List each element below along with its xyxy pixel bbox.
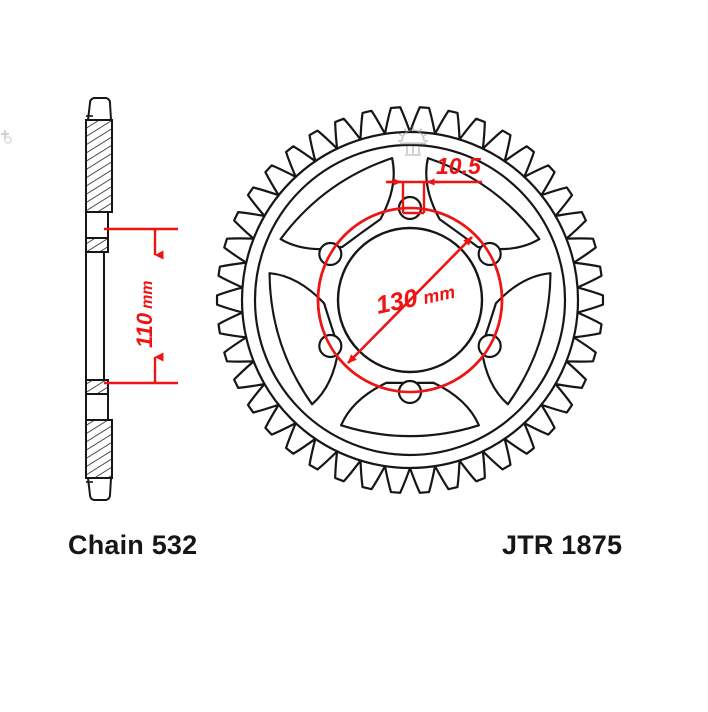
side-upper-body <box>85 119 113 213</box>
dimension-10-5-text: 10.5 <box>436 153 482 179</box>
side-bottom-tooth <box>86 477 113 501</box>
part-number-label: JTR 1875 <box>502 530 622 560</box>
dimension-110mm-text: 110mm <box>132 280 157 348</box>
side-lower-relief <box>85 393 109 421</box>
dimension-130mm-arrow <box>347 236 473 364</box>
side-notch-details <box>86 115 93 483</box>
side-center-web <box>85 251 105 381</box>
edge-artifact <box>1 130 12 144</box>
side-upper-lug <box>85 237 109 253</box>
rim-inner-circle <box>253 143 567 457</box>
sun-burst-icon <box>398 126 428 156</box>
chain-label: Chain 532 <box>68 530 197 560</box>
side-top-tooth <box>86 97 113 121</box>
side-lower-body <box>85 419 113 479</box>
dimension-110mm: 110mm <box>104 227 178 385</box>
dimension-10-5: 10.5 <box>386 153 482 215</box>
side-section-view <box>85 97 113 501</box>
bolt-circle-overlay <box>316 206 504 394</box>
tooth-root-circle <box>240 130 580 470</box>
side-upper-relief <box>85 211 109 239</box>
